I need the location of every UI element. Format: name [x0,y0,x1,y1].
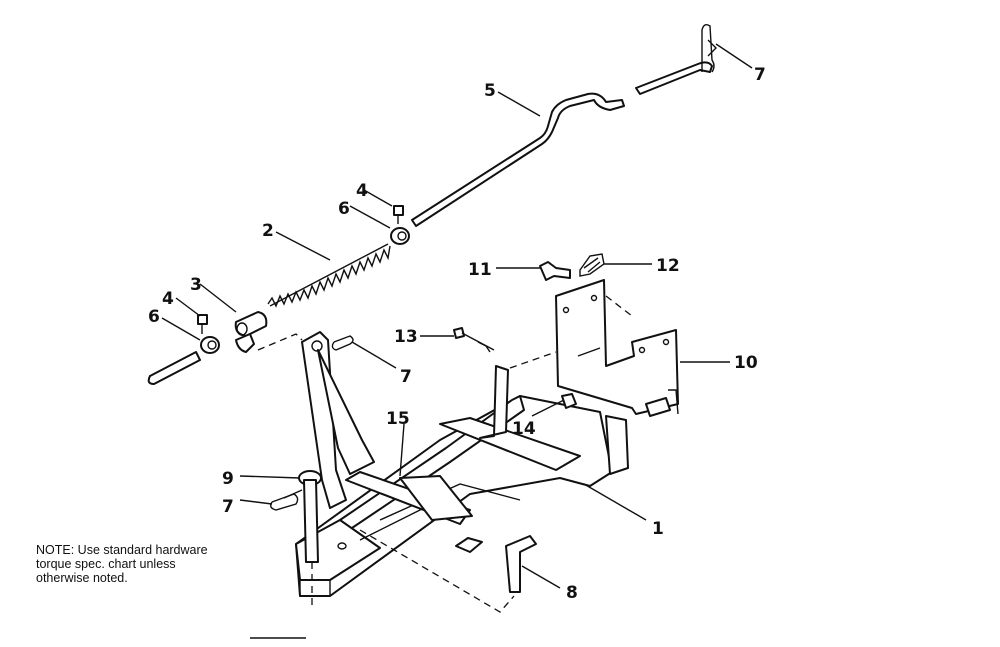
callout-7-top: 7 [754,65,766,85]
spring-2 [267,243,391,308]
pin-lower-left [147,351,201,385]
spring-clip-12 [579,253,605,277]
connection-line-bracket [605,295,633,317]
connection-line-lpin [359,529,515,613]
rod-end [635,61,713,95]
bolt-4-lower [197,314,208,334]
callout-14: 14 [512,419,536,439]
note-line-3: otherwise noted. [36,571,128,585]
torque-note: NOTE: Use standard hardware torque spec.… [36,543,276,585]
callout-7-frame: 7 [400,367,412,387]
callout-11: 11 [468,260,492,280]
callout-9: 9 [222,469,234,489]
bolt-13 [453,327,495,353]
callout-4-lower: 4 [162,289,174,309]
callout-6-lower: 6 [148,307,160,327]
pin-11 [539,261,571,281]
hitch-block [455,537,483,553]
callout-13: 13 [394,327,418,347]
l-pin-8 [505,535,537,593]
collar-6-upper [390,227,410,245]
callout-12: 12 [656,256,680,276]
callout-labels: 5 7 4 6 2 3 4 6 7 13 11 12 10 14 15 9 7 … [148,65,766,603]
pin-9 [298,470,322,563]
leader-lines [161,43,753,589]
hairpin-clip-frame [331,335,354,351]
collar-6-lower [200,336,220,354]
note-line-1: NOTE: Use standard hardware [36,543,208,557]
callout-1: 1 [652,519,664,539]
note-line-2: torque spec. chart unless [36,557,176,571]
trunnion-block-3 [234,311,268,353]
callout-4-upper: 4 [356,181,368,201]
callout-15: 15 [386,409,410,429]
bolt-4-upper [393,205,404,224]
callout-5: 5 [484,81,496,101]
bracket-10 [555,279,679,417]
callout-3: 3 [190,275,202,295]
callout-7-pin: 7 [222,497,234,517]
callout-6-upper: 6 [338,199,350,219]
callout-10: 10 [734,353,758,373]
connection-line-block [257,333,303,351]
hairpin-clip-pin [269,489,303,511]
nut-14 [561,393,577,409]
hairpin-clip-top [701,23,717,73]
connection-line-frame [509,351,557,369]
plate-15 [345,471,473,525]
callout-2: 2 [262,221,274,241]
rod-5 [411,92,625,227]
callout-8: 8 [566,583,578,603]
